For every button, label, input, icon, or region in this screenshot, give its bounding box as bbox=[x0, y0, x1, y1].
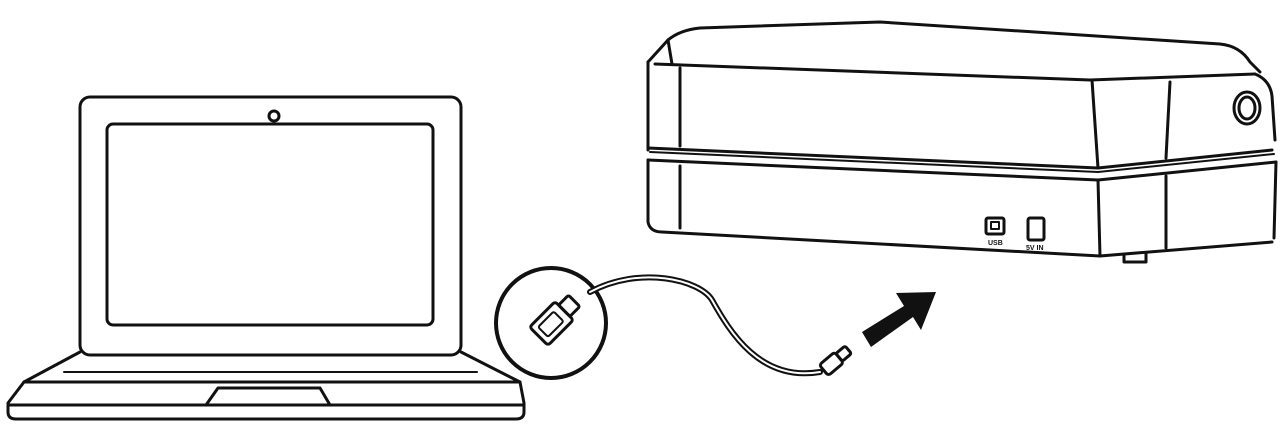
arrow-icon bbox=[862, 292, 936, 347]
usb-a-plug-icon bbox=[529, 294, 581, 346]
power-port-label: 5V IN bbox=[1026, 245, 1044, 252]
laptop-icon bbox=[6, 95, 526, 421]
usb-cable-icon bbox=[494, 266, 853, 380]
usb-b-plug-icon bbox=[818, 345, 853, 376]
printer-device-icon bbox=[646, 20, 1278, 264]
usb-port-label: USB bbox=[988, 240, 1003, 247]
power-port-icon bbox=[1026, 216, 1046, 242]
usb-port-icon bbox=[984, 216, 1006, 236]
knob-icon bbox=[1232, 90, 1262, 126]
webcam-icon bbox=[267, 109, 281, 123]
